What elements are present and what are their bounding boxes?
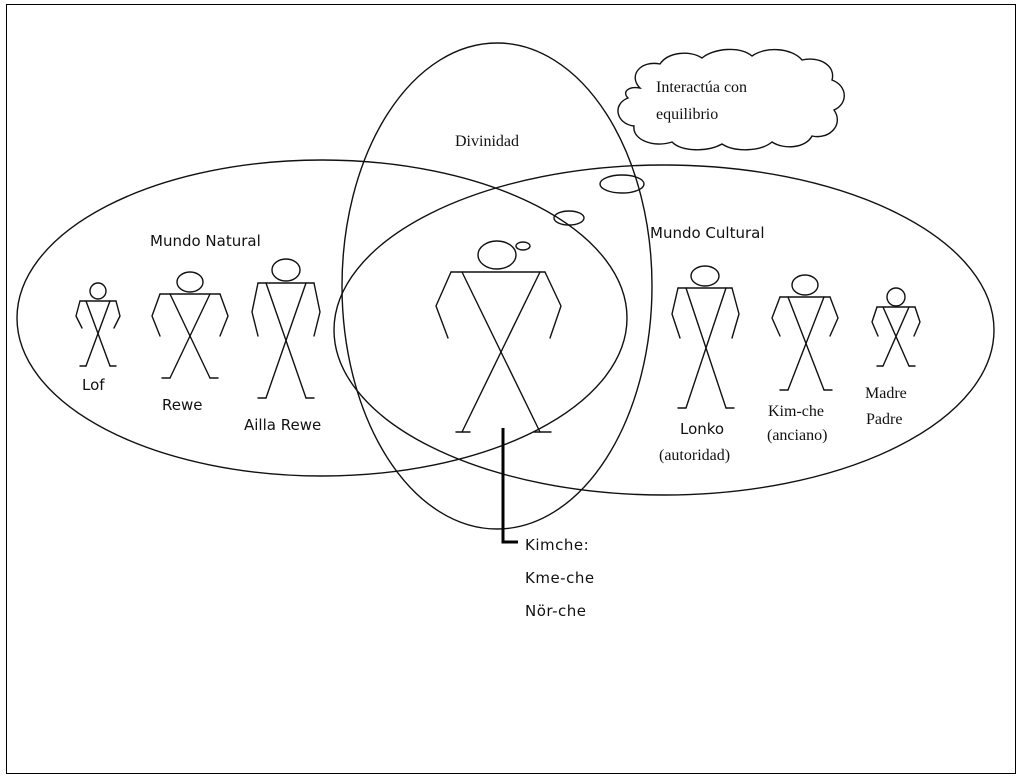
label-lof: Lof [82, 376, 105, 394]
label-ailla-rewe: Ailla Rewe [244, 416, 321, 434]
label-padre: Padre [866, 411, 902, 428]
label-madre: Madre [865, 385, 907, 402]
figure-kim-che-anciano [771, 274, 839, 391]
label-lonko: Lonko [680, 420, 724, 438]
label-rewe: Rewe [162, 396, 202, 414]
mundo-natural-ellipse [16, 159, 628, 477]
label-mundo-cultural: Mundo Cultural [650, 224, 765, 242]
diagram-frame [6, 4, 1016, 774]
figure-madre-padre [871, 287, 921, 367]
figure-kimche-central [435, 240, 562, 433]
figure-ailla-rewe [251, 258, 321, 399]
label-kimche-title: Kimche: [525, 536, 589, 554]
label-lonko-sub: (autoridad) [659, 447, 730, 464]
label-kim-che: Kim-che [768, 403, 824, 420]
thought-bubble-small [553, 210, 585, 226]
label-kme-che: Kme-che [525, 569, 595, 587]
label-kim-che-sub: (anciano) [767, 427, 827, 444]
kimche-connector [501, 428, 518, 544]
thought-bubble-large [599, 174, 645, 194]
thought-cloud [617, 48, 845, 151]
figure-rewe [151, 271, 229, 379]
label-nor-che: Nör-che [525, 602, 587, 620]
label-mundo-natural: Mundo Natural [150, 232, 261, 250]
figure-lof [75, 282, 121, 367]
mundo-cultural-ellipse [333, 164, 995, 496]
label-divinidad: Divinidad [455, 133, 519, 150]
figure-lonko [671, 265, 740, 409]
label-thought-line2: equilibrio [656, 106, 718, 123]
label-thought-line1: Interactúa con [656, 79, 747, 96]
divinidad-ellipse [341, 42, 653, 530]
